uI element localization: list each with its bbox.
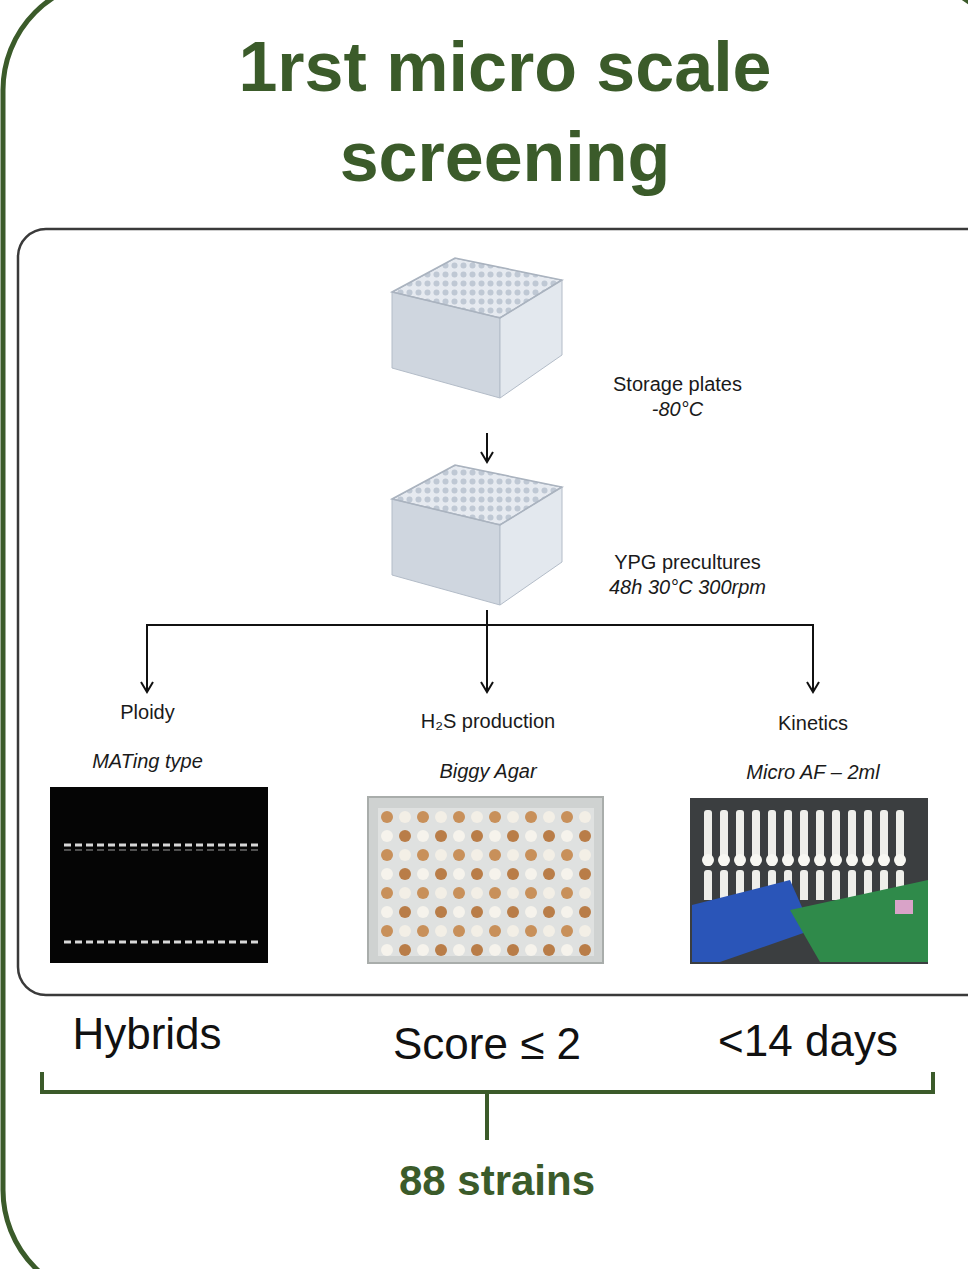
step-node: H₂S productionBiggy Agar [368,692,608,967]
step-heading: Ploidy [45,700,250,724]
step-heading: H₂S production [368,709,608,733]
step-node: Storage plates-80°C [385,255,805,433]
criterion-label: Score ≤ 2 [393,1018,581,1071]
flow-arrow [147,610,487,692]
step-detail: MATing type [45,749,250,773]
step-node: YPG precultures48h 30°C 300rpm [385,462,815,610]
flow-arrow [487,610,813,692]
criterion-label: <14 days [718,1015,898,1068]
step-node: PloidyMATing type [45,692,275,967]
step-detail: Micro AF – 2ml [688,760,938,784]
step-heading: YPG precultures [565,550,810,574]
criterion-label: 88 strains [399,1156,595,1206]
step-node: KineticsMicro AF – 2ml [688,692,938,967]
step-detail: -80°C [555,397,800,421]
diagram-title: 1rst micro scale screening [175,22,835,202]
step-detail: Biggy Agar [368,759,608,783]
step-detail: 48h 30°C 300rpm [565,575,810,599]
step-heading: Kinetics [688,711,938,735]
criterion-label: Hybrids [72,1008,221,1061]
step-heading: Storage plates [555,372,800,396]
flow-arrow [486,433,488,462]
